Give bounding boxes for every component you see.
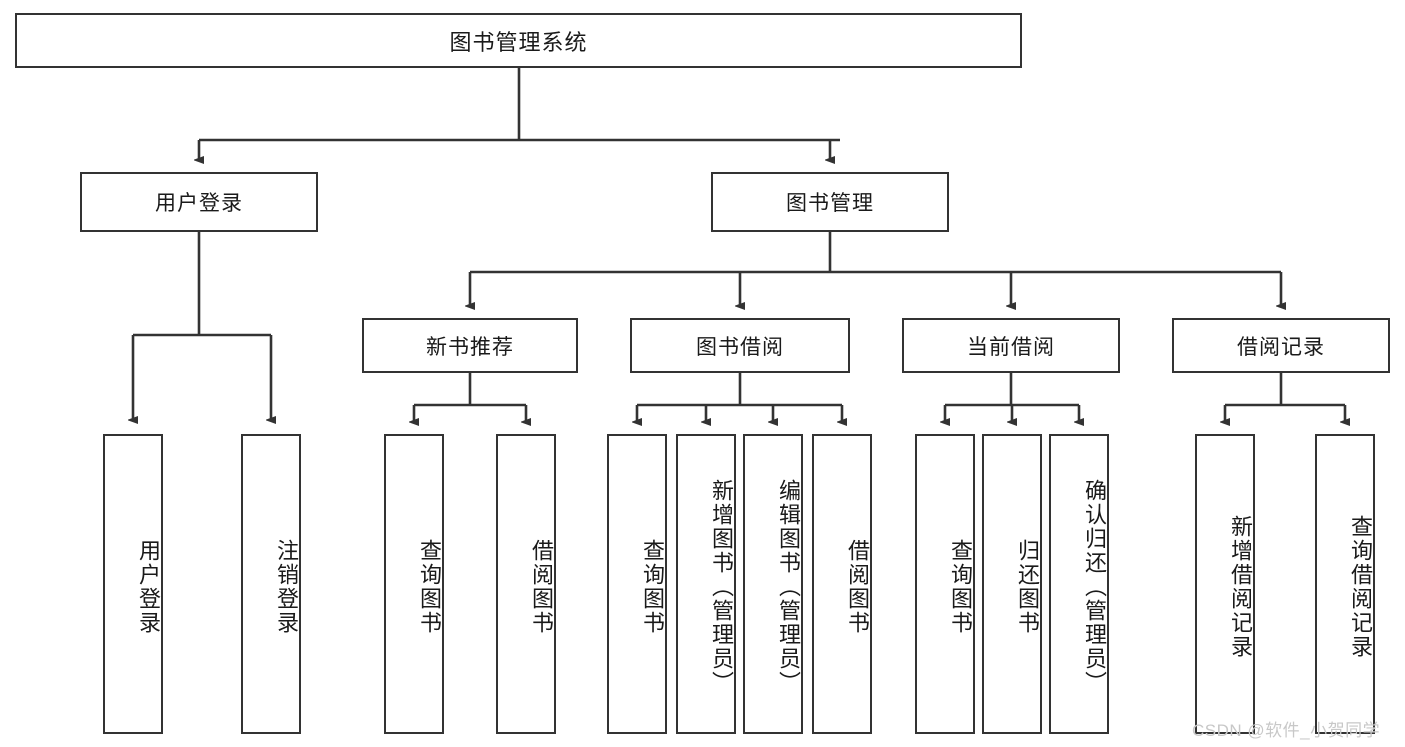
node-leaf-borrow-book[interactable]: 借阅图书 (812, 434, 872, 734)
node-leaf-query-book[interactable]: 查询图书 (607, 434, 667, 734)
node-leaf-add-borrow-record[interactable]: 新增借阅记录 (1195, 434, 1255, 734)
node-book-management[interactable]: 图书管理 (711, 172, 949, 232)
node-label: 新增借阅记录 (1228, 515, 1253, 659)
node-label: 查询图书 (640, 539, 665, 635)
node-leaf-confirm-return-admin[interactable]: 确认归还（管理员） (1049, 434, 1109, 734)
node-label: 查询图书 (948, 539, 973, 635)
node-label: 归还图书 (1015, 539, 1040, 635)
node-leaf-query-book-recommend[interactable]: 查询图书 (384, 434, 444, 734)
node-label: 编辑图书（管理员） (776, 479, 801, 695)
node-label: 查询图书 (417, 539, 442, 635)
node-label: 图书管理 (786, 192, 874, 215)
node-label: 借阅图书 (845, 539, 870, 635)
node-leaf-query-borrow-record[interactable]: 查询借阅记录 (1315, 434, 1375, 734)
watermark: CSDN @软件_小贺同学 (1192, 721, 1381, 740)
node-borrow-record[interactable]: 借阅记录 (1172, 318, 1390, 373)
node-label: 新书推荐 (426, 335, 514, 359)
node-label: 借阅图书 (529, 539, 554, 635)
node-leaf-user-login[interactable]: 用户登录 (103, 434, 163, 734)
node-label: 当前借阅 (967, 335, 1055, 359)
node-leaf-add-book-admin[interactable]: 新增图书（管理员） (676, 434, 736, 734)
node-new-book-recommend[interactable]: 新书推荐 (362, 318, 578, 373)
node-label: 确认归还（管理员） (1082, 479, 1107, 695)
node-label: 用户登录 (136, 539, 161, 635)
node-leaf-edit-book-admin[interactable]: 编辑图书（管理员） (743, 434, 803, 734)
node-label: 用户登录 (155, 192, 243, 215)
node-label: 图书管理系统 (449, 29, 588, 55)
node-leaf-logout[interactable]: 注销登录 (241, 434, 301, 734)
node-leaf-borrow-book-recommend[interactable]: 借阅图书 (496, 434, 556, 734)
node-current-borrow[interactable]: 当前借阅 (902, 318, 1120, 373)
node-leaf-return-book[interactable]: 归还图书 (982, 434, 1042, 734)
node-book-borrow[interactable]: 图书借阅 (630, 318, 850, 373)
node-label: 图书借阅 (696, 335, 784, 359)
node-root-book-management-system[interactable]: 图书管理系统 (15, 13, 1022, 68)
node-label: 查询借阅记录 (1348, 515, 1373, 659)
node-label: 注销登录 (274, 539, 299, 635)
node-user-login[interactable]: 用户登录 (80, 172, 318, 232)
node-label: 新增图书（管理员） (709, 479, 734, 695)
node-leaf-query-book-current[interactable]: 查询图书 (915, 434, 975, 734)
node-label: 借阅记录 (1237, 335, 1325, 359)
